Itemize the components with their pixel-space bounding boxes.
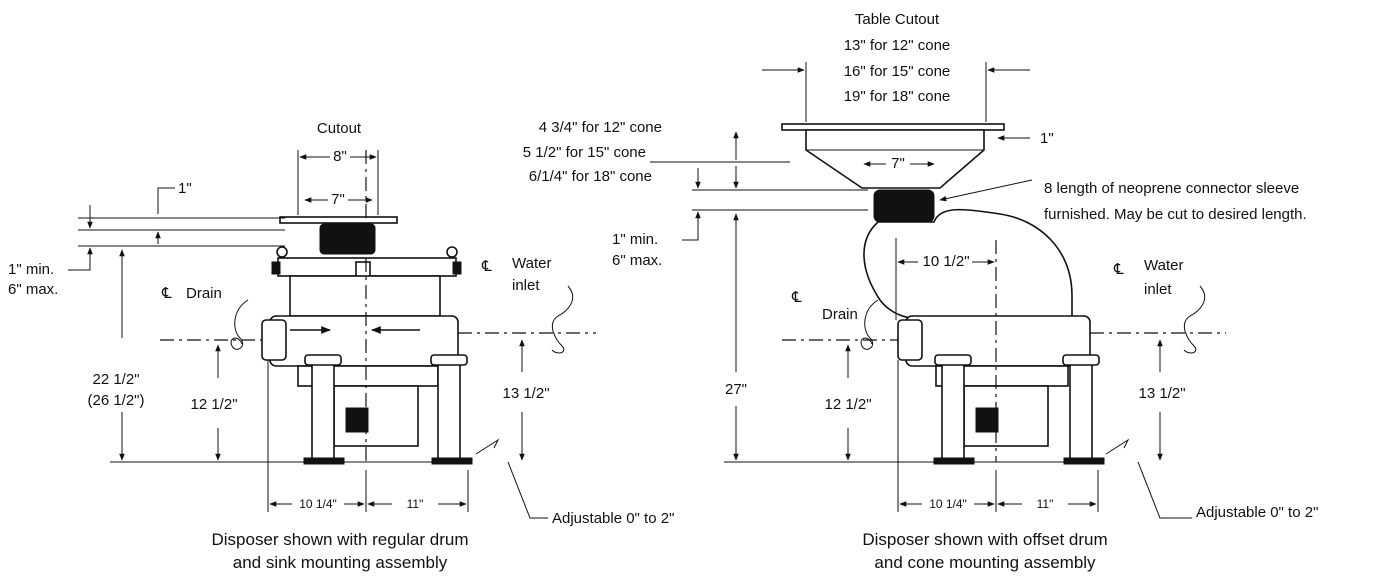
right-drain-symbol: ℄: [791, 289, 802, 306]
left-housing: [269, 315, 459, 367]
right-cone-option-2: 16" for 15" cone: [844, 63, 951, 80]
left-motor: [333, 385, 419, 447]
left-cutout-title: Cutout: [317, 120, 362, 137]
right-nameplate: [975, 407, 999, 433]
right-water-label-2: inlet: [1144, 281, 1172, 298]
right-neoprene-sleeve: [873, 189, 935, 223]
left-foot-right: [431, 457, 473, 465]
right-offset-width: 10 1/2": [922, 253, 969, 270]
left-inner-width: 7": [331, 191, 345, 208]
right-cone-option-1: 13" for 12" cone: [844, 37, 951, 54]
left-drain-height: 12 1/2": [190, 396, 237, 413]
left-water-label-2: inlet: [512, 277, 540, 294]
left-drain-symbol: ℄: [161, 285, 172, 302]
right-labels: Table Cutout 13" for 12" cone 16" for 15…: [523, 11, 1319, 572]
right-water-symbol: ℄: [1113, 261, 1124, 278]
left-water-symbol: ℄: [481, 258, 492, 275]
right-inner-width: 7": [891, 155, 905, 172]
right-drain-label: Drain: [822, 306, 858, 323]
right-depth-option-2: 5 1/2" for 15" cone: [523, 144, 646, 161]
left-width-right: 11": [407, 497, 424, 511]
left-disposer-drawing: [261, 150, 473, 465]
right-caption-line-1: Disposer shown with offset drum: [862, 530, 1107, 549]
right-water-label-1: Water: [1144, 257, 1183, 274]
left-clearance-max: 6" max.: [8, 281, 58, 298]
right-inlet-height: 13 1/2": [1138, 385, 1185, 402]
right-clearance-max: 6" max.: [612, 252, 662, 269]
right-width-right: 11": [1037, 497, 1054, 511]
right-table-cutout-title: Table Cutout: [855, 11, 940, 28]
left-caption-line-2: and sink mounting assembly: [233, 553, 448, 572]
right-sleeve-note-1: 8 length of neoprene connector sleeve: [1044, 180, 1299, 197]
right-depth-option-3: 6/1/4" for 18" cone: [529, 168, 652, 185]
left-dimensions: [68, 150, 596, 519]
right-adjustable: Adjustable 0" to 2": [1196, 504, 1318, 521]
right-offset-drum: [863, 208, 1073, 319]
right-height-main: 27": [725, 381, 747, 398]
left-width-left: 10 1/4": [299, 497, 337, 511]
right-sleeve-note-2: furnished. May be cut to desired length.: [1044, 206, 1307, 223]
right-disposer-drawing: [781, 123, 1105, 465]
left-cutout-width: 8": [333, 148, 347, 165]
left-labels: Cutout 8" 7" 1" 1" min. 6" max. ℄ Drain …: [8, 120, 674, 572]
left-upper-drum: [289, 275, 441, 317]
right-width-left: 10 1/4": [929, 497, 967, 511]
left-clearance-min: 1" min.: [8, 261, 54, 278]
left-height-main: 22 1/2": [92, 371, 139, 388]
right-cone-option-3: 19" for 18" cone: [844, 88, 951, 105]
right-drain-height: 12 1/2": [824, 396, 871, 413]
right-depth-option-1: 4 3/4" for 12" cone: [539, 119, 662, 136]
left-height-alt: (26 1/2"): [87, 392, 144, 409]
left-water-label-1: Water: [512, 255, 551, 272]
left-drain-label: Drain: [186, 285, 222, 302]
right-foot-right: [1063, 457, 1105, 465]
right-leg-left: [941, 359, 965, 461]
left-sink-flange: [279, 216, 398, 224]
right-dimensions: [650, 62, 1226, 519]
left-foot-left: [303, 457, 345, 465]
left-adjustable: Adjustable 0" to 2": [552, 510, 674, 527]
right-clearance-min: 1" min.: [612, 231, 658, 248]
left-drain-outlet: [261, 319, 287, 361]
left-flange-thickness: 1": [178, 180, 192, 197]
left-leg-right: [437, 359, 461, 461]
left-inlet-height: 13 1/2": [502, 385, 549, 402]
left-leg-left: [311, 359, 335, 461]
right-flange-thickness: 1": [1040, 130, 1054, 147]
left-nameplate: [345, 407, 369, 433]
right-leg-right: [1069, 359, 1093, 461]
left-caption-line-1: Disposer shown with regular drum: [212, 530, 469, 549]
right-table-plate: [781, 123, 1005, 131]
right-drain-outlet: [897, 319, 923, 361]
left-mounting-gasket: [319, 223, 376, 255]
right-foot-left: [933, 457, 975, 465]
right-caption-line-2: and cone mounting assembly: [874, 553, 1096, 572]
